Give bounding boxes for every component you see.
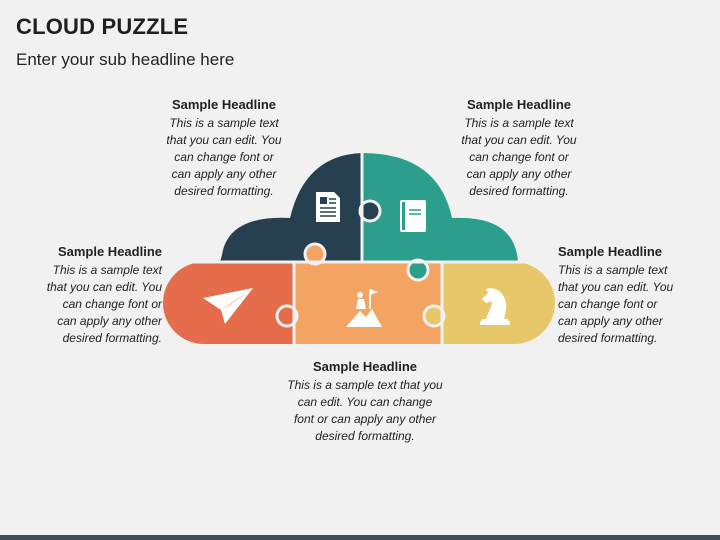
block-headline: Sample Headline — [171, 97, 277, 112]
text-block-bottom: Sample Headline This is a sample text th… — [280, 358, 450, 445]
paper-plane-icon — [203, 288, 253, 324]
block-body-line: This is a sample text — [169, 116, 279, 130]
puzzle-knob — [358, 199, 382, 223]
block-body-line: that you can edit. You — [46, 280, 162, 294]
block-body-line: desired formatting. — [469, 184, 569, 198]
block-body-line: This is a sample text — [558, 263, 668, 277]
book-icon — [400, 200, 426, 232]
block-body-line: can apply any other — [171, 167, 277, 181]
puzzle-knob — [422, 304, 446, 328]
block-body-line: can change font or — [174, 150, 274, 164]
block-body-line: can change font or — [469, 150, 569, 164]
page-title: CLOUD PUZZLE — [16, 14, 189, 39]
block-body-line: can apply any other — [466, 167, 572, 181]
text-block-right: Sample Headline This is a sample text th… — [558, 243, 718, 347]
block-body-line: This is a sample text — [464, 116, 574, 130]
block-headline: Sample Headline — [466, 97, 572, 112]
block-body-line: desired formatting. — [62, 331, 162, 345]
page-subtitle: Enter your sub headline here — [16, 50, 235, 69]
puzzle-knob — [406, 258, 430, 282]
summit-flag-icon — [346, 289, 382, 327]
document-icon — [316, 192, 340, 222]
block-headline: Sample Headline — [312, 359, 418, 374]
block-headline: Sample Headline — [558, 244, 663, 259]
block-body-line: that you can edit. You — [558, 280, 674, 294]
block-headline: Sample Headline — [57, 244, 162, 259]
text-block-left: Sample Headline This is a sample text th… — [0, 243, 162, 347]
block-body-line: that you can edit. You — [166, 133, 282, 147]
block-body-line: This is a sample text that you — [287, 378, 443, 392]
block-body-line: font or can apply any other — [293, 412, 437, 426]
puzzle-piece-bottom-right — [442, 262, 555, 344]
chess-knight-icon — [480, 288, 510, 325]
block-body-line: desired formatting. — [315, 429, 415, 443]
block-body-line: can edit. You can change — [297, 395, 433, 409]
puzzle-knob — [275, 304, 299, 328]
block-body-line: can change font or — [558, 297, 658, 311]
block-body-line: can apply any other — [558, 314, 663, 328]
text-block-top-right: Sample Headline This is a sample text th… — [434, 96, 604, 200]
puzzle-knob — [303, 242, 327, 266]
block-body-line: This is a sample text — [52, 263, 162, 277]
block-body-line: can apply any other — [57, 314, 162, 328]
block-body-line: desired formatting. — [558, 331, 658, 345]
block-body-line: can change font or — [62, 297, 162, 311]
piece-seams — [160, 150, 560, 350]
block-body-line: desired formatting. — [174, 184, 274, 198]
block-body-line: that you can edit. You — [461, 133, 577, 147]
text-block-top-left: Sample Headline This is a sample text th… — [139, 96, 309, 200]
bottom-accent-bar — [0, 535, 720, 540]
